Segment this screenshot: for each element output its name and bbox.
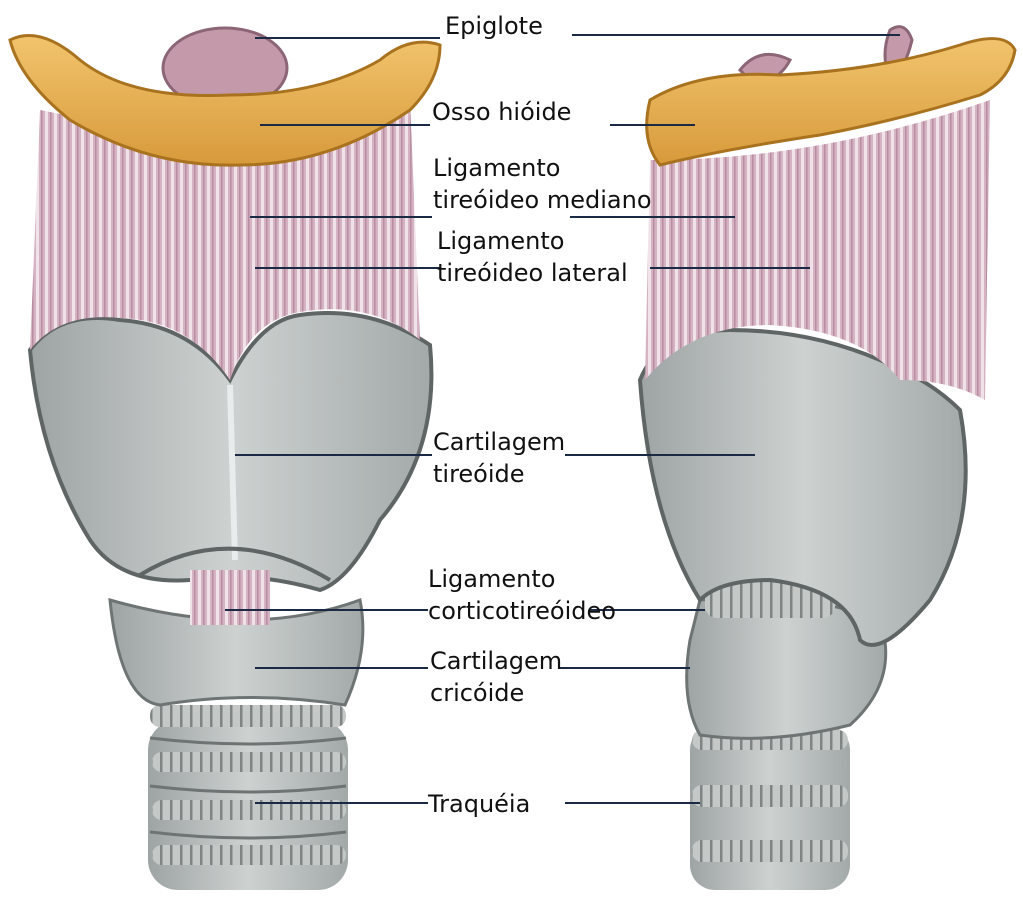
- label-cart-cricoide: Cartilagem cricóide: [430, 645, 562, 709]
- label-cart-tireoide: Cartilagem tireóide: [433, 426, 565, 490]
- label-lig-lateral-line2: tireóideo lateral: [437, 257, 628, 289]
- label-osso-hioide: Osso hióide: [432, 96, 571, 128]
- label-lig-mediano: Ligamento tireóideo mediano: [433, 152, 652, 216]
- label-lig-mediano-line1: Ligamento: [433, 152, 652, 184]
- trachea-lateral: [690, 725, 850, 890]
- label-lig-cortico: Ligamento corticotireóideo: [428, 563, 616, 627]
- label-lig-cortico-line2: corticotireóideo: [428, 595, 616, 627]
- label-cart-tireoide-line1: Cartilagem: [433, 426, 565, 458]
- label-lig-mediano-line2: tireóideo mediano: [433, 184, 652, 216]
- label-cart-cricoide-line1: Cartilagem: [430, 645, 562, 677]
- label-lig-lateral: Ligamento tireóideo lateral: [437, 225, 628, 289]
- label-lig-lateral-line1: Ligamento: [437, 225, 628, 257]
- label-epiglote: Epiglote: [445, 10, 543, 42]
- label-lig-cortico-line1: Ligamento: [428, 563, 616, 595]
- label-cart-cricoide-line2: cricóide: [430, 677, 562, 709]
- label-traqueia: Traquéia: [428, 788, 530, 820]
- anterior-view: [10, 28, 440, 890]
- trachea-anterior: [148, 705, 348, 890]
- label-cart-tireoide-line2: tireóide: [433, 458, 565, 490]
- cricothyroid-ligament-anterior: [190, 570, 270, 625]
- lateral-view: [640, 27, 1015, 890]
